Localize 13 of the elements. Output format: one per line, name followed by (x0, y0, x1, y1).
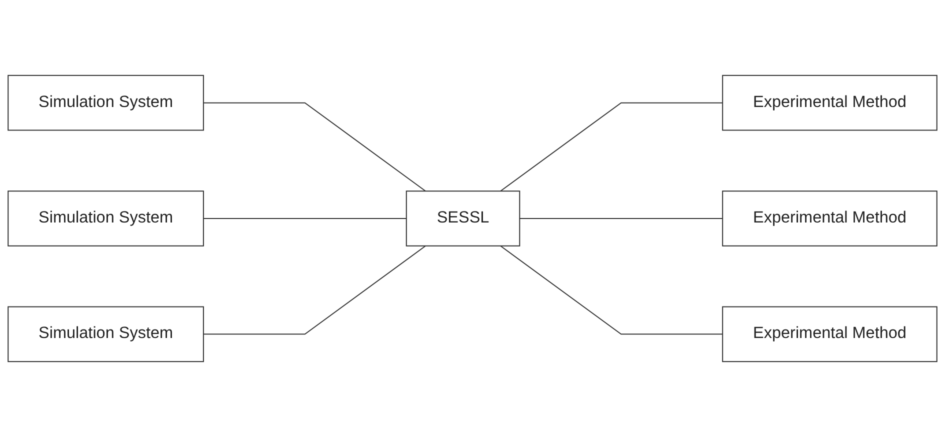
node-box: Simulation System (8, 190, 204, 246)
node-box: SESSL (406, 190, 520, 246)
connector (500, 246, 723, 335)
node-box: Simulation System (8, 306, 204, 362)
node-box: Experimental Method (722, 306, 938, 362)
connector (520, 218, 723, 219)
connector (203, 218, 406, 219)
connector (203, 102, 426, 192)
connector (500, 102, 723, 192)
node-box: Simulation System (8, 74, 204, 131)
node-box: Experimental Method (722, 190, 938, 246)
node-box: Experimental Method (722, 74, 938, 131)
connector (203, 246, 426, 335)
